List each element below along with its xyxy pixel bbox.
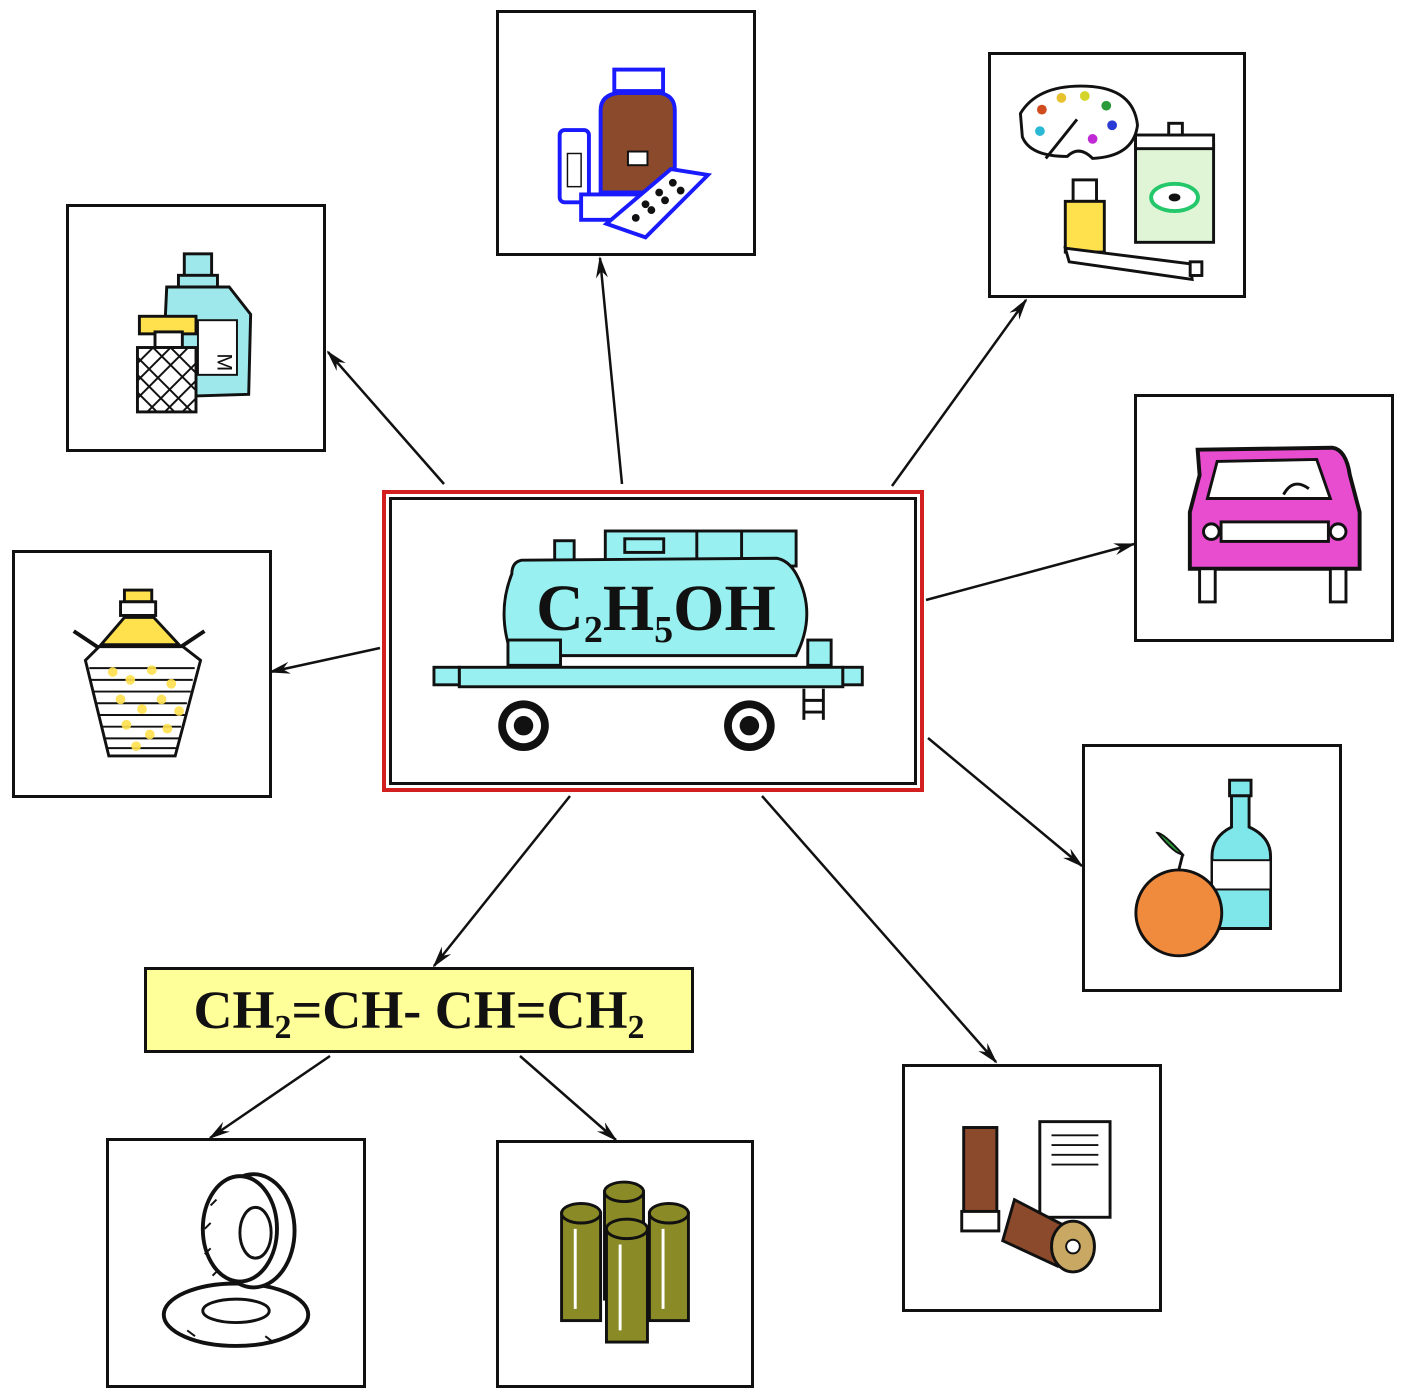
product-box-rolls xyxy=(496,1140,754,1388)
arrow-to-car xyxy=(925,542,1136,602)
arrow-to-medicine xyxy=(595,256,624,485)
product-box-gunpowder xyxy=(902,1064,1162,1312)
paint-palette-tubes-icon xyxy=(1018,84,1216,282)
rubber-rolls-icon xyxy=(560,1180,690,1344)
arrow-to-paints xyxy=(890,298,1028,487)
arrow-to-perfume xyxy=(326,350,445,485)
product-box-medicine xyxy=(496,10,756,256)
product-box-perfume: M xyxy=(66,204,326,452)
arrow-to-orange xyxy=(927,737,1084,868)
arrow-to-tires xyxy=(208,1054,331,1140)
perfume-bottles-icon: M xyxy=(135,252,253,414)
product-box-wicker xyxy=(12,550,272,798)
ethanol-formula: C2H5OH xyxy=(536,572,776,652)
svg-text:M: M xyxy=(212,353,236,371)
medicine-bottle-pills-icon xyxy=(557,67,713,240)
arrow-to-butadiene xyxy=(432,795,571,968)
gunpowder-cartridges-icon xyxy=(960,1120,1112,1274)
product-box-tires xyxy=(106,1138,366,1388)
tank-wagon-icon xyxy=(432,529,864,752)
arrow-to-rolls xyxy=(519,1055,618,1142)
center-ethanol-box: C2H5OH xyxy=(382,490,924,792)
arrow-to-wicker xyxy=(268,646,381,674)
product-box-car xyxy=(1134,394,1394,642)
arrow-to-gunpowder xyxy=(761,795,998,1064)
wicker-bottle-icon xyxy=(72,588,206,758)
product-box-paints xyxy=(988,52,1246,298)
butadiene-formula-box: CH2=CH- CH=CH2 xyxy=(144,967,694,1053)
tires-icon xyxy=(161,1172,311,1348)
product-box-orange xyxy=(1082,744,1342,992)
car-icon xyxy=(1187,445,1362,604)
orange-essence-bottle-icon xyxy=(1134,778,1273,958)
